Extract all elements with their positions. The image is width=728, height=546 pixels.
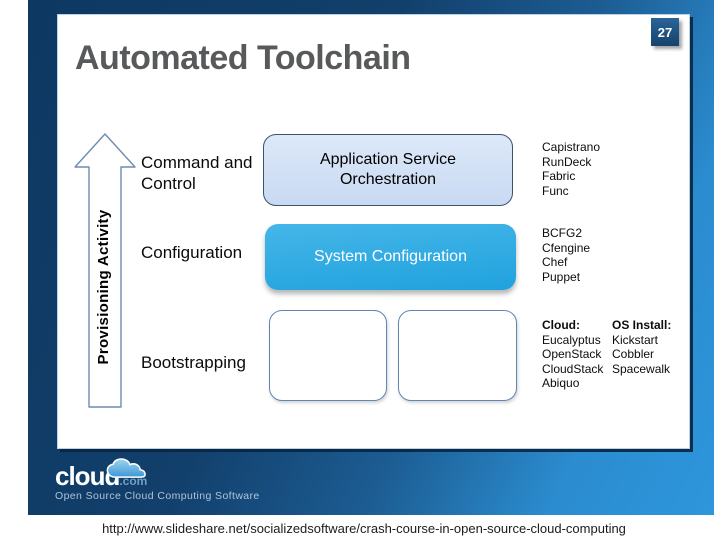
provisioning-activity-axis-label: Provisioning Activity <box>95 209 112 365</box>
tool-item: Cobbler <box>612 347 655 361</box>
tool-item: Capistrano <box>542 140 601 154</box>
tool-item: Cfengine <box>542 240 591 255</box>
label-command-and-control: Command and Control <box>141 153 253 193</box>
bootstrapping-box-right <box>398 310 517 401</box>
tool-item: Eucalyptus <box>542 332 601 347</box>
tool-item: Chef <box>542 255 568 269</box>
label-configuration: Configuration <box>141 243 243 262</box>
application-service-orchestration-box: Application Service Orchestration <box>263 134 513 206</box>
cloud-tools-header: Cloud: <box>542 318 580 332</box>
system-configuration-box: System Configuration <box>265 224 516 290</box>
os-install-tools-header: OS Install: <box>612 318 672 332</box>
label-bootstrapping: Bootstrapping <box>141 353 246 372</box>
cloud-icon <box>106 458 146 478</box>
slide: 27 Automated Toolchain Provisioning Acti… <box>28 0 714 515</box>
tool-item: BCFG2 <box>542 226 583 240</box>
logo-tagline: Open Source Cloud Computing Software <box>55 490 260 502</box>
tool-item: RunDeck <box>542 154 592 169</box>
tool-item: Func <box>542 183 569 198</box>
application-service-orchestration-label: Application Service Orchestration <box>319 151 457 188</box>
page-number-badge: 27 <box>651 18 679 46</box>
tool-item: CloudStack <box>542 361 604 376</box>
cloud-com-logo: cloud.com <box>55 458 147 490</box>
tool-item: Spacewalk <box>612 361 671 376</box>
tool-item: OpenStack <box>542 347 602 361</box>
tool-item: Kickstart <box>612 332 659 347</box>
system-configuration-label: System Configuration <box>314 248 467 265</box>
bootstrapping-box-left <box>269 310 387 401</box>
slide-title: Automated Toolchain <box>75 39 411 77</box>
tool-item: Abiquo <box>542 376 580 390</box>
tool-item: Puppet <box>542 269 581 284</box>
tool-item: Fabric <box>542 169 576 183</box>
slide-content: 27 Automated Toolchain Provisioning Acti… <box>57 14 690 449</box>
source-url: http://www.slideshare.net/socializedsoft… <box>102 521 626 536</box>
up-arrow-icon <box>74 133 136 408</box>
